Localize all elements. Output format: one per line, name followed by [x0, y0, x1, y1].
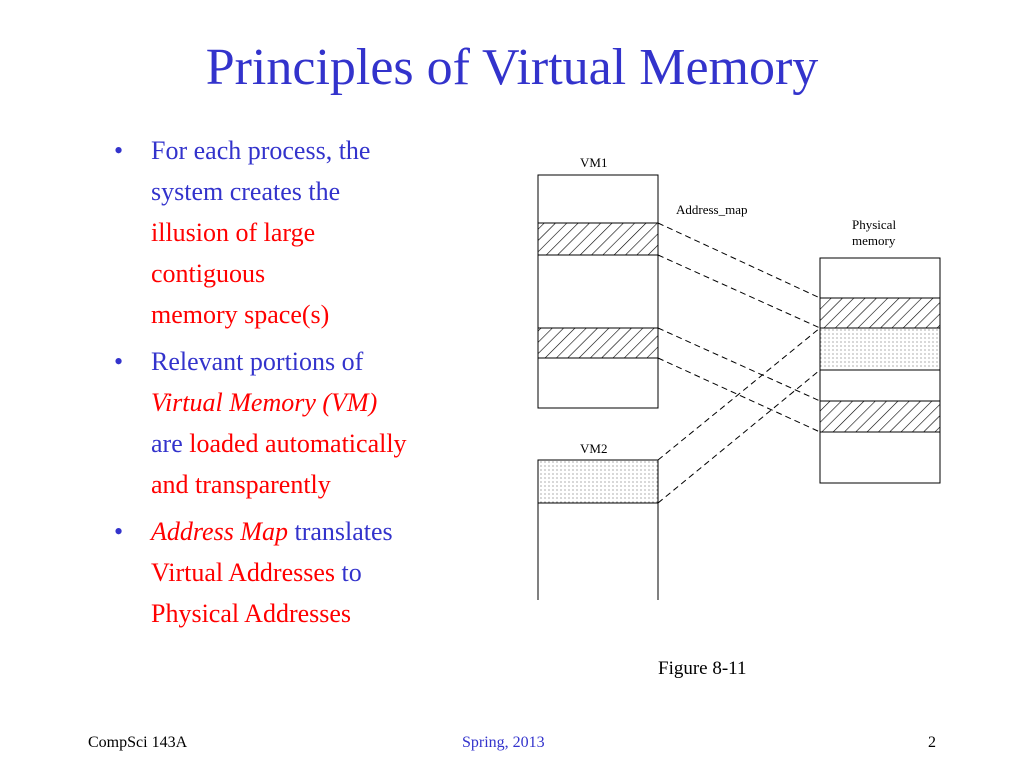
map-line — [657, 327, 821, 461]
slide-title: Principles of Virtual Memory — [205, 39, 819, 96]
bullet-marker: • — [114, 517, 124, 546]
physical-segment-3 — [819, 400, 941, 433]
physical-segment-2 — [819, 327, 941, 371]
bullet-line: system creates the — [151, 171, 514, 212]
bullet-item: • Relevant portions of Virtual Memory (VM)… — [114, 341, 514, 505]
bullet-marker: • — [114, 347, 124, 376]
bullet-line: and transparently — [151, 464, 514, 505]
bullet-text-segment: Address Map — [151, 517, 288, 546]
bullet-text-segment: system creates the — [151, 177, 341, 206]
physical-memory-block — [819, 257, 941, 484]
bullet-text-segment: translates — [287, 517, 393, 546]
bullet-item: • For each process, the system creates the… — [114, 130, 514, 335]
bullet-text-segment: loaded automatically — [189, 429, 407, 458]
vm1-mapped-segment-1 — [537, 222, 659, 256]
map-line — [657, 357, 821, 433]
bullet-line: Address Map translates — [151, 511, 514, 552]
bullet-line: Physical Addresses — [151, 593, 514, 634]
bullet-line: contiguous — [151, 253, 514, 294]
footer-course: CompSci 143A — [88, 734, 188, 751]
figure-caption: Figure 8-11 — [658, 658, 747, 679]
footer-page-number: 2 — [928, 734, 936, 751]
map-line — [657, 369, 821, 504]
bullet-text-segment: Virtual Addresses — [151, 558, 336, 587]
bullet-line: Relevant portions of — [151, 341, 514, 382]
bullet-line: Virtual Addresses to — [151, 552, 514, 593]
bullet-list: • For each process, the system creates the… — [114, 130, 514, 640]
map-line — [657, 254, 821, 329]
vm1-label: VM1 — [580, 155, 607, 170]
bullet-text-segment: Relevant portions of — [151, 347, 364, 376]
bullet-text-segment: Physical Addresses — [151, 599, 352, 628]
bullet-text-segment: Virtual Memory (VM) — [151, 388, 378, 417]
vm2-block — [537, 459, 659, 600]
bullet-text-segment: For each process, the — [151, 136, 371, 165]
vm2-label: VM2 — [580, 441, 607, 456]
physical-memory-label-1: Physical — [852, 217, 896, 232]
bullet-line: illusion of large — [151, 212, 514, 253]
vm1-mapped-segment-2 — [537, 327, 659, 359]
bullet-text-segment: to — [335, 558, 362, 587]
virtual-memory-diagram: VM1 Address_map Physical memory VM2 — [520, 145, 960, 600]
map-line — [657, 327, 821, 402]
physical-memory-label-2: memory — [852, 233, 896, 248]
vm2-mapped-segment — [537, 459, 659, 504]
vm1-block — [537, 174, 659, 409]
physical-segment-1 — [819, 297, 941, 329]
bullet-line: For each process, the — [151, 130, 514, 171]
bullet-text-segment: illusion of large — [151, 218, 316, 247]
bullet-text-segment: and transparently — [151, 470, 331, 499]
bullet-line: Virtual Memory (VM) — [151, 382, 514, 423]
bullet-line: memory space(s) — [151, 294, 514, 335]
bullet-text-segment: contiguous — [151, 259, 266, 288]
bullet-line: are loaded automatically — [151, 423, 514, 464]
address-map-lines — [657, 222, 821, 504]
map-line — [657, 222, 821, 299]
bullet-text-segment: are — [151, 429, 190, 458]
bullet-marker: • — [114, 136, 124, 165]
address-map-label: Address_map — [676, 202, 748, 217]
bullet-text-segment: memory space(s) — [151, 300, 330, 329]
footer-term: Spring, 2013 — [462, 734, 545, 751]
